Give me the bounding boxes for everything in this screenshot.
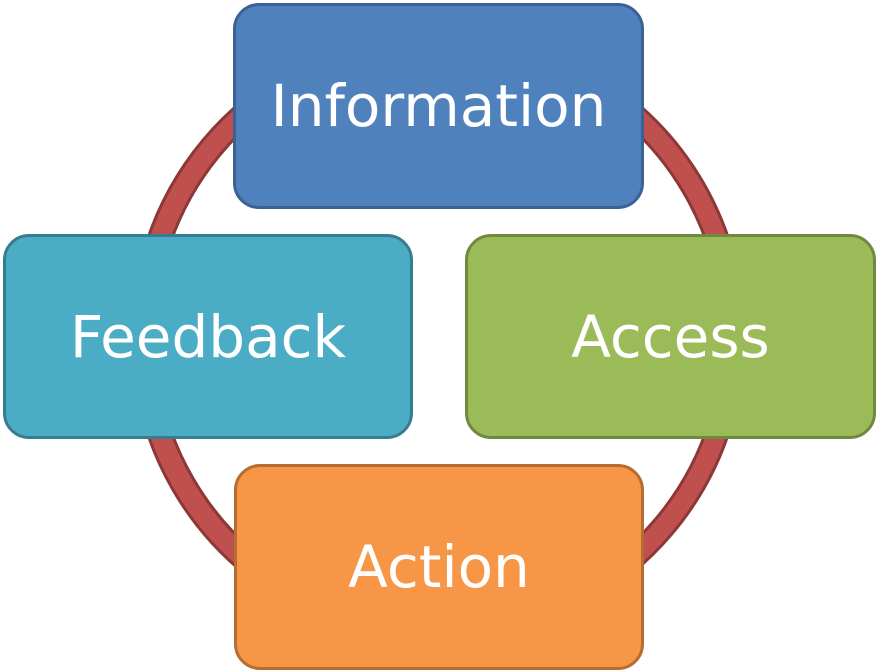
node-action: Action [234,464,644,670]
node-access: Access [465,234,876,439]
node-action-label: Action [348,533,530,601]
node-access-label: Access [571,302,770,371]
node-feedback: Feedback [3,234,413,439]
node-information-label: Information [270,72,607,140]
node-feedback-label: Feedback [69,302,347,371]
node-information: Information [233,3,644,209]
